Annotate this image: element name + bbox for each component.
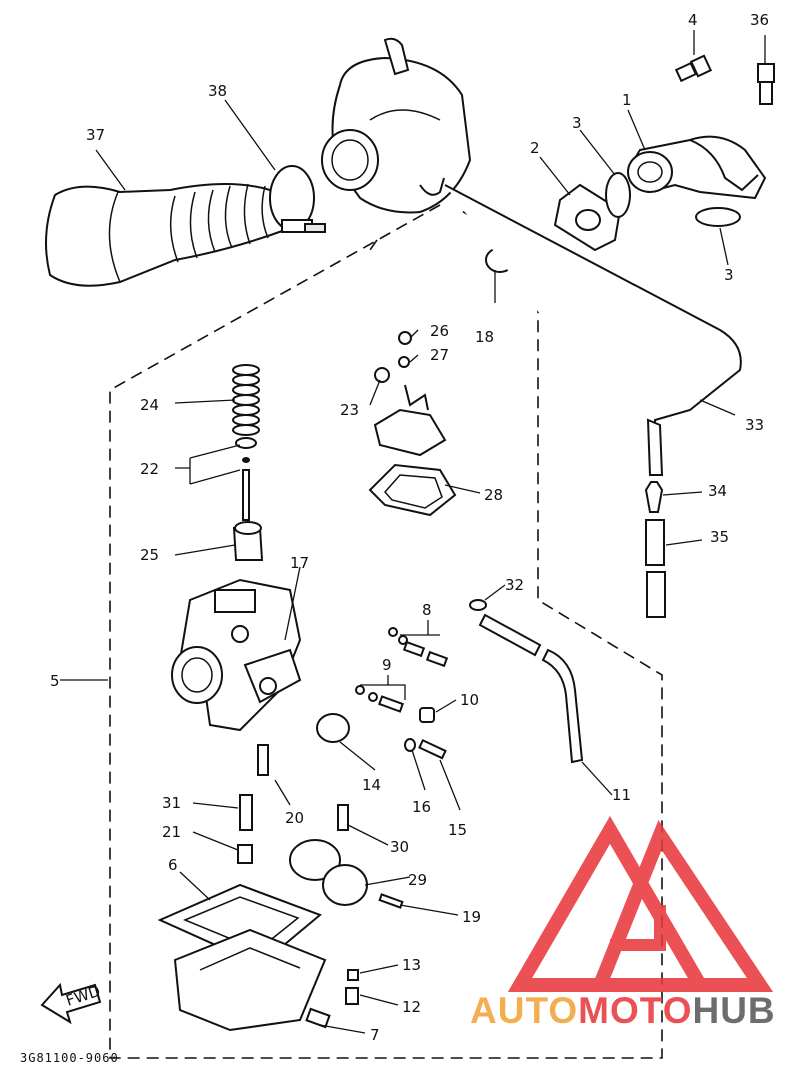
- label-8: 8: [422, 601, 432, 619]
- top-cover-assembly: [368, 331, 457, 517]
- label-34: 34: [708, 482, 727, 500]
- intake-manifold: [627, 135, 767, 200]
- throttle-slide: [232, 521, 264, 561]
- svg-text:AUTOMOTOHUB: AUTOMOTOHUB: [470, 990, 776, 1031]
- label-38: 38: [208, 82, 227, 100]
- choke-plunger-cap: [316, 713, 350, 743]
- label-29: 29: [408, 871, 427, 889]
- bolt-4: [674, 54, 713, 83]
- carburetor-main-body: [171, 578, 302, 732]
- label-13: 13: [402, 956, 421, 974]
- label-23: 23: [340, 401, 359, 419]
- label-33: 33: [745, 416, 764, 434]
- label-24: 24: [140, 396, 159, 414]
- label-20: 20: [285, 809, 304, 827]
- cap-10: [419, 707, 435, 723]
- label-1: 1: [622, 91, 632, 109]
- label-25: 25: [140, 546, 159, 564]
- label-7: 7: [370, 1026, 380, 1044]
- label-16: 16: [412, 798, 431, 816]
- label-36: 36: [750, 11, 769, 29]
- label-28: 28: [484, 486, 503, 504]
- label-22: 22: [140, 460, 159, 478]
- main-jet: [237, 844, 253, 864]
- assembly-dashed-outline: [109, 204, 663, 1059]
- leader-lines: [60, 30, 766, 1034]
- fwd-arrow-icon: FWD: [40, 982, 103, 1025]
- float-pin: [378, 893, 404, 909]
- automotohub-watermark: AUTOMOTOHUB: [470, 816, 776, 1031]
- label-17: 17: [290, 554, 309, 572]
- label-32: 32: [505, 576, 524, 594]
- label-27: 27: [430, 346, 449, 364]
- label-15: 15: [448, 821, 467, 839]
- label-3a: 3: [572, 114, 582, 132]
- gasket-plate: [553, 183, 622, 252]
- hose-clamp: [269, 165, 326, 233]
- intake-hose: [45, 183, 287, 287]
- needle-jet: [257, 744, 269, 776]
- label-5: 5: [50, 672, 60, 690]
- watermark-auto: AUTO: [470, 990, 578, 1031]
- label-19: 19: [462, 908, 481, 926]
- float-assembly: [289, 839, 368, 906]
- diagram-code: 3G81100-9060: [20, 1051, 119, 1065]
- vent-tube-assembly: [444, 184, 742, 618]
- label-31: 31: [162, 794, 181, 812]
- screw-15: [418, 738, 447, 760]
- pilot-screw-set: [388, 627, 449, 668]
- label-4: 4: [688, 11, 698, 29]
- label-35: 35: [710, 528, 729, 546]
- label-11: 11: [612, 786, 631, 804]
- o-ring-lower: [695, 207, 741, 227]
- carburetor-upper-body: [321, 37, 472, 214]
- label-21: 21: [162, 823, 181, 841]
- label-9: 9: [382, 656, 392, 674]
- label-14: 14: [362, 776, 381, 794]
- label-10: 10: [460, 691, 479, 709]
- label-12: 12: [402, 998, 421, 1016]
- main-jet-holder: [239, 794, 253, 831]
- pilot-jet: [337, 804, 349, 831]
- float-chamber: [173, 928, 327, 1032]
- o-ring-upper: [605, 172, 631, 218]
- bolt-36: [757, 63, 775, 105]
- watermark-logo-icon: [507, 816, 774, 992]
- label-37: 37: [86, 126, 105, 144]
- label-26: 26: [430, 322, 449, 340]
- label-30: 30: [390, 838, 409, 856]
- washer-16: [404, 738, 416, 752]
- drain-screw-set: [305, 969, 359, 1029]
- part-labels: 1 2 3 3 4 5 6 7 8 9 10 11 12 13 14 15 16…: [50, 11, 769, 1044]
- throttle-spring: [232, 364, 260, 436]
- label-2: 2: [530, 139, 540, 157]
- label-18: 18: [475, 328, 494, 346]
- watermark-hub: HUB: [692, 990, 775, 1031]
- watermark-moto: MOTO: [578, 990, 692, 1031]
- label-6: 6: [168, 856, 178, 874]
- label-3b: 3: [724, 266, 734, 284]
- jet-needle-set: [235, 437, 257, 521]
- throttle-stop-screw-set: [355, 685, 404, 713]
- overflow-hose: [469, 599, 584, 764]
